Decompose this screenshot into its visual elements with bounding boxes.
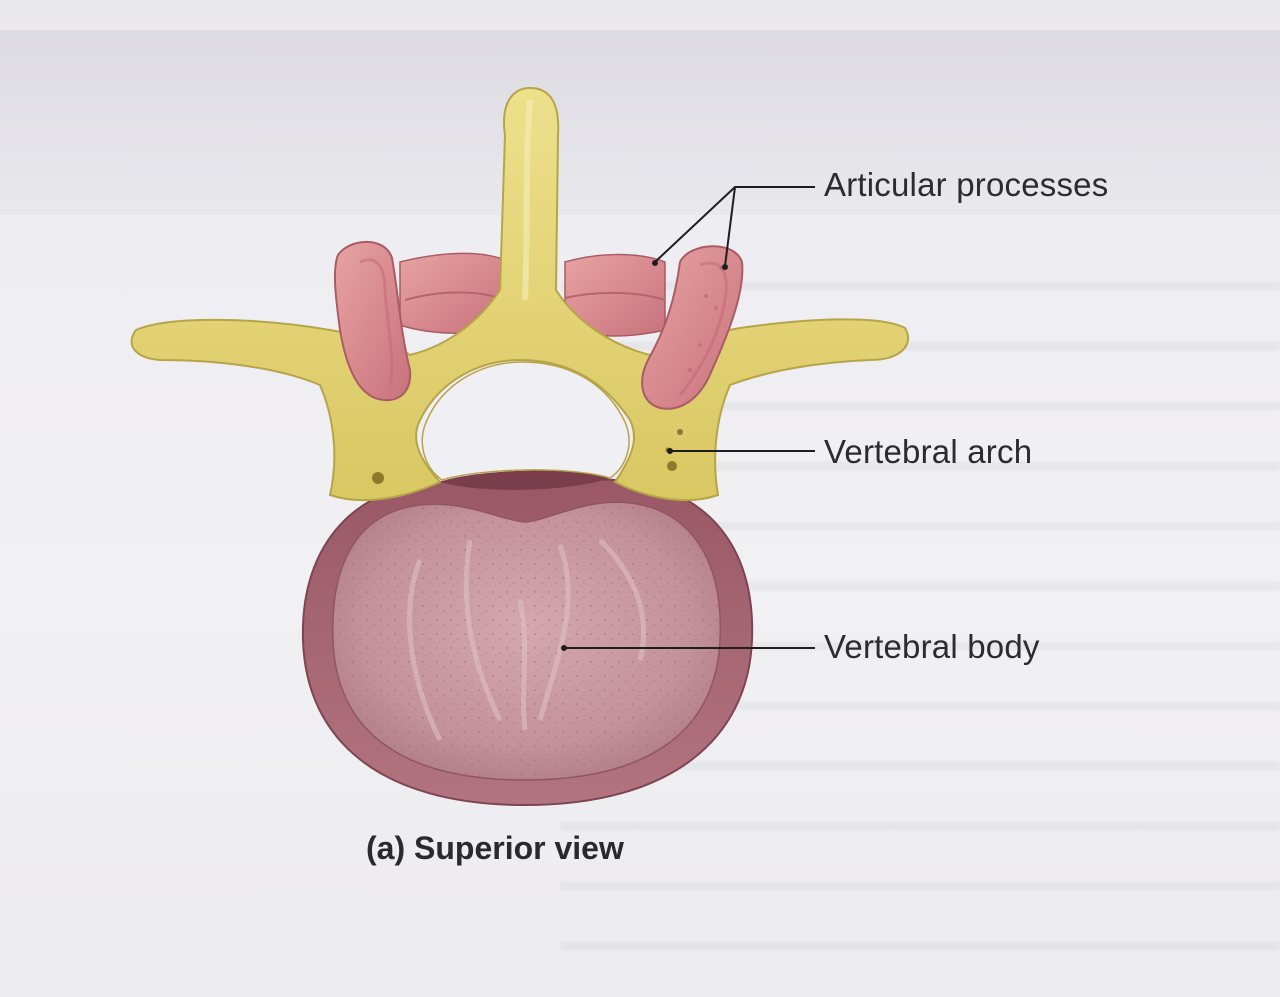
- label-vertebral-arch: Vertebral arch: [824, 433, 1033, 470]
- leader-articular: [654, 186, 815, 263]
- label-articular-processes: Articular processes: [824, 166, 1109, 203]
- label-vertebral-body: Vertebral body: [824, 628, 1040, 665]
- vertebral-arch: [130, 86, 910, 502]
- page-shade-band: [0, 30, 1280, 215]
- leader-lines: [564, 186, 815, 649]
- vertebral-foramen: [421, 361, 630, 481]
- trabecular-streaks: [407, 538, 647, 742]
- articular-process-right: [641, 245, 744, 410]
- figure-caption: (a) Superior view: [366, 830, 624, 866]
